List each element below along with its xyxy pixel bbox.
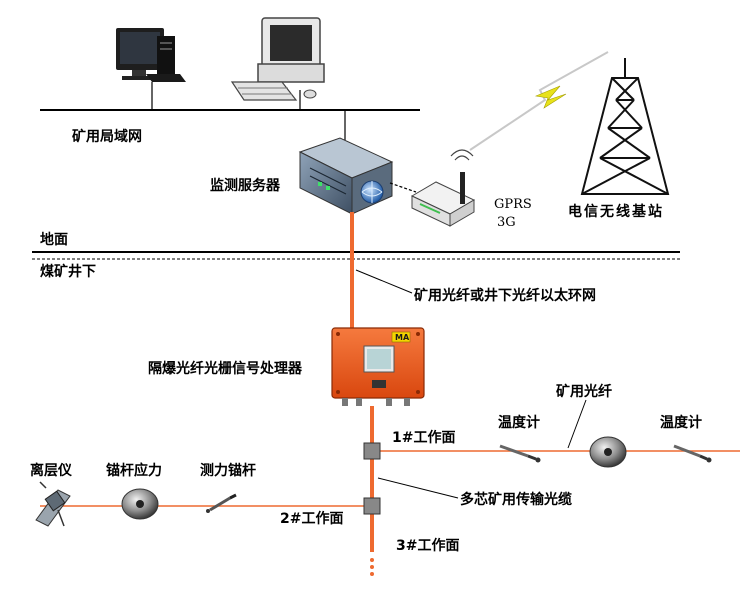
desktop-computer-icon [116,28,186,82]
processor-label: 隔爆光纤光栅信号处理器 [148,360,303,377]
underground-label: 煤矿井下 [40,263,96,280]
continuation-dot [370,572,374,576]
workface3-label: 3#工作面 [396,537,459,554]
multicore-cable-leader [377,477,459,499]
fiber-ring-label: 矿用光纤或井下光纤以太环网 [414,287,596,304]
thermometer-left-label: 温度计 [498,414,540,431]
thermometer-right-label: 温度计 [660,414,702,431]
wireless-signal-icon [469,51,609,151]
monitor-server-icon [298,137,394,215]
workface2-label: 2#工作面 [280,510,343,527]
processor-badge: MA [395,333,410,342]
mine-fiber-label: 矿用光纤 [556,383,612,400]
workface1-label: 1#工作面 [392,429,455,446]
three-g-label: 3G [497,215,516,230]
monitor-server-label: 监测服务器 [210,177,281,194]
mine-lan-label: 矿用局域网 [72,128,142,145]
separation-meter-icon [35,481,71,527]
bolt-stress-gauge-icon [121,488,159,520]
gprs-router-icon [410,149,476,227]
gprs-label: GPRS [494,197,532,212]
multicore-cable-label: 多芯矿用传输光缆 [460,491,572,508]
thermometer-sensor-icon [673,444,712,463]
splice-box [363,497,381,515]
force-bolt-label: 测力锚杆 [200,462,256,479]
splice-box [363,442,381,460]
force-bolt-icon [206,493,237,513]
workstation-computer-icon [230,17,325,101]
processor-cabinet-icon [331,327,425,406]
separation-meter-label: 离层仪 [30,462,73,479]
bolt-stress-label: 锚杆应力 [106,462,162,479]
mine-fiber-leader [567,399,587,449]
ground-label: 地面 [40,231,68,248]
continuation-dot [370,565,374,569]
cell-tower-icon [580,58,670,195]
continuation-dot [370,558,374,562]
thermometer-sensor-icon [499,444,541,463]
telecom-station-label: 电信无线基站 [568,203,664,220]
fiber-ring-leader [355,269,413,294]
server-router-link [389,182,417,193]
disc-sensor-icon [589,436,627,468]
